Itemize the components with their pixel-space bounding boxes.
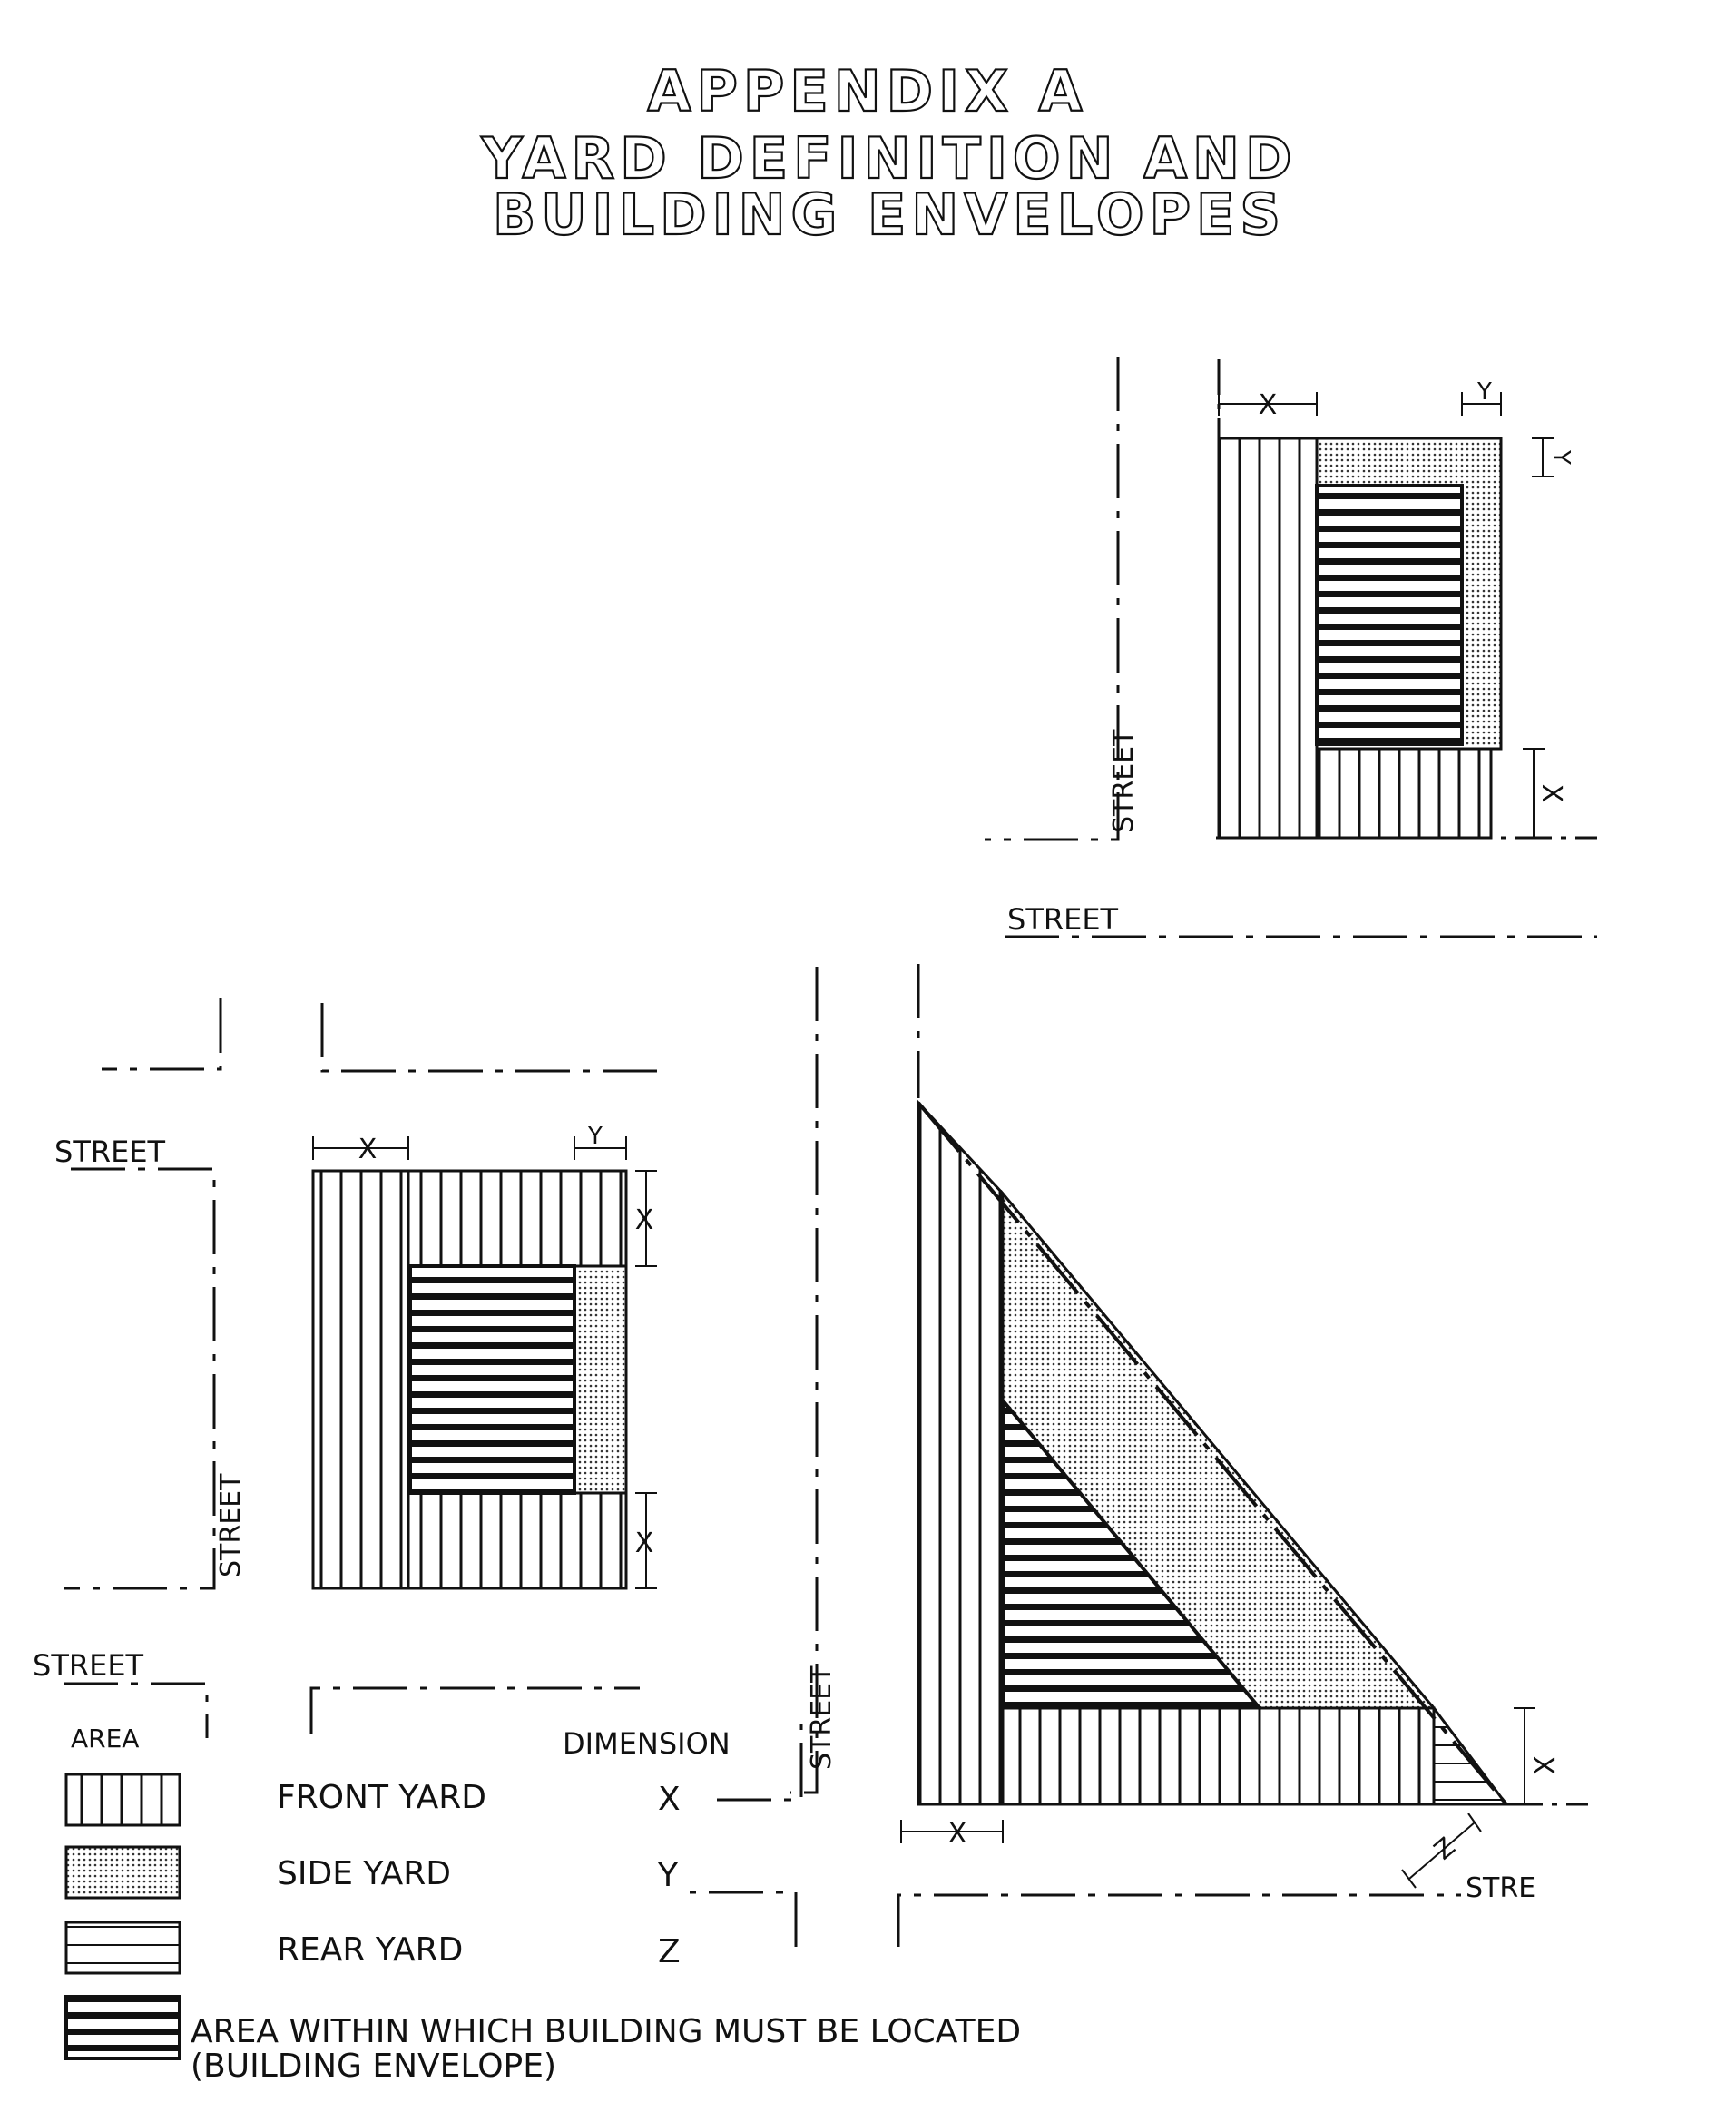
dimension-x-label: X [1535,784,1567,803]
street-line [690,1891,798,1947]
front-yard-area [1001,1706,1436,1806]
lot-line [917,1101,1508,1806]
street-line [790,967,819,1794]
dimension-line [1401,1813,1482,1889]
legend-swatch-rear-yard [64,1921,181,1975]
dimension-x-label: X [948,1818,967,1850]
dimension-z-label: Z [1428,1832,1461,1866]
street-line [985,357,1120,841]
front-yard-area [311,1169,410,1590]
dimension-x-label: X [1526,1756,1558,1775]
front-yard-area [407,1169,628,1268]
dimension-line [1532,437,1554,477]
dimension-line [635,1170,657,1267]
side-yard-area [573,1264,628,1495]
street-line [102,998,222,1071]
building-envelope-area [408,1264,576,1495]
legend-dimension-z: Z [658,1933,681,1970]
street-line [64,1682,209,1738]
dimension-line [1461,392,1502,416]
legend-swatch-building-envelope [64,1995,181,2060]
street-line [64,1167,216,1590]
legend-dimension-x: X [658,1781,681,1818]
dimension-x-label: X [1259,389,1278,421]
legend-dimension-header: DIMENSION [563,1726,731,1761]
legend: AREA DIMENSION FRONT YARD X SIDE YARD Y … [64,1724,1021,2085]
dimension-line [312,1136,409,1160]
legend-label-side-yard: SIDE YARD [277,1855,451,1892]
dimension-line [1218,392,1318,416]
legend-label-building-envelope: AREA WITHIN WHICH BUILDING MUST BE LOCAT… [191,2013,1021,2050]
dimension-y-label: Y [1476,378,1492,406]
dimension-x-label: X [635,1528,654,1559]
street-line [309,1686,640,1734]
legend-swatch-front-yard [64,1773,181,1827]
title-line-3: BUILDING ENVELOPES [493,182,1286,248]
front-yard-area [407,1491,628,1590]
street-label: STREET [806,1665,838,1770]
interior-lot-diagram: STREET STREET X Y Y X [985,357,1597,938]
dimension-line [1514,1707,1535,1805]
street-label: STREET [1007,902,1119,937]
dimension-x-label: X [635,1204,654,1236]
dimension-line [574,1136,627,1160]
dimension-x-label: X [358,1134,378,1165]
rear-yard-area [1432,1704,1510,1806]
street-line [897,1893,1461,1947]
legend-label-rear-yard: REAR YARD [277,1931,463,1969]
front-yard-area [1315,747,1493,840]
page-title: APPENDIX A YARD DEFINITION AND BUILDING … [479,57,1298,249]
building-envelope-area [1315,484,1464,746]
dimension-y-label: Y [587,1123,603,1150]
legend-dimension-y: Y [657,1857,679,1894]
street-label: STREET [1108,729,1140,833]
front-yard-area [917,1099,1005,1806]
dimension-line [900,1820,1004,1843]
dimension-y-label: Y [1547,449,1574,465]
corner-lot-diagram: STREET STRE X X Z [690,964,1588,1947]
dimension-line [1523,748,1545,839]
street-line [717,1724,803,1802]
street-label: STREET [215,1473,247,1577]
legend-label-front-yard: FRONT YARD [277,1779,486,1816]
legend-swatch-side-yard [64,1845,181,1900]
legend-label-building-envelope-2: (BUILDING ENVELOPE) [191,2048,556,2085]
title-line-1: APPENDIX A [647,58,1087,124]
legend-area-header: AREA [71,1724,139,1754]
title-line-2: YARD DEFINITION AND [481,125,1298,192]
street-label: STRE [1466,1872,1535,1904]
front-yard-area [1217,437,1319,840]
street-label: STREET [33,1648,144,1683]
street-line [320,1003,662,1073]
dimension-line [635,1492,657,1589]
street-label: STREET [54,1135,166,1169]
through-lot-diagram: STREET STREET STREET X Y X X [33,998,662,1738]
